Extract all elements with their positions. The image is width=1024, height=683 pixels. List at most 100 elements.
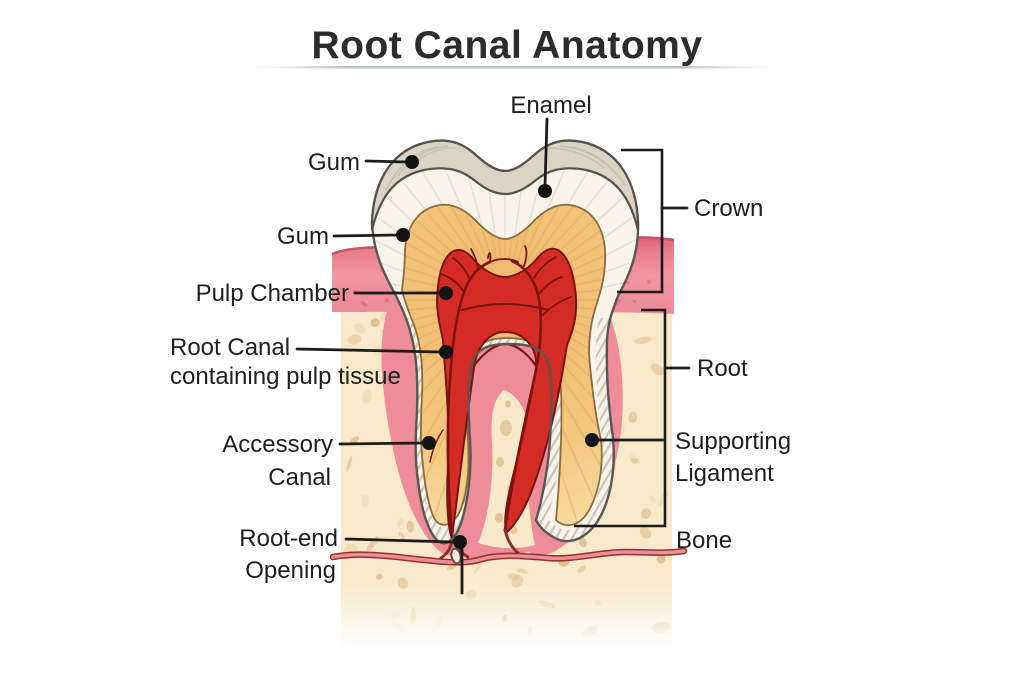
- striation-line: [542, 230, 606, 293]
- striation-line: [532, 324, 606, 522]
- bone-speckle: [578, 536, 587, 548]
- striation-line: [532, 204, 606, 276]
- bone-fade: [330, 582, 682, 652]
- striation-line: [402, 318, 473, 466]
- bone-speckle: [650, 363, 664, 376]
- dot-enamel: [538, 184, 552, 198]
- label-root-end-line2: Opening: [245, 557, 336, 584]
- bone-speckle: [634, 336, 653, 345]
- label-root-canal-line1: Root Canal: [170, 334, 290, 361]
- root-bracket: [574, 308, 667, 528]
- bone-speckle: [495, 513, 503, 523]
- striation-line: [542, 307, 606, 370]
- gum-dot: [633, 299, 637, 303]
- label-bone: Bone: [676, 527, 732, 554]
- striation-line: [402, 204, 478, 276]
- leader-accessory-canal: [338, 441, 426, 446]
- dot-accessory-canal: [422, 436, 436, 450]
- striation-line: [402, 303, 468, 336]
- striation-line: [539, 204, 606, 286]
- striation-line: [402, 324, 478, 522]
- striation-line: [537, 318, 606, 466]
- striation-line: [402, 204, 487, 268]
- striation-line: [402, 204, 491, 266]
- gum-dot: [646, 279, 652, 284]
- leader-enamel: [543, 117, 549, 188]
- dot-supporting-ligament: [585, 433, 599, 447]
- striation-line: [402, 204, 481, 273]
- striation-line: [526, 204, 606, 270]
- title-underline: [253, 66, 772, 69]
- label-root-canal-line2: containing pulp tissue: [170, 363, 401, 390]
- bone-speckle: [500, 420, 512, 436]
- striation-line: [402, 204, 471, 286]
- bone-speckle: [376, 573, 383, 580]
- striation-line: [542, 303, 606, 336]
- leader-root-end: [344, 537, 457, 544]
- gum-dot: [360, 300, 365, 306]
- bone-speckle: [446, 564, 457, 571]
- striation-line: [402, 204, 484, 270]
- bone-speckle: [505, 400, 511, 408]
- bone-speckle: [641, 508, 652, 519]
- pulp-vessels: [429, 245, 572, 540]
- dot-pulp-chamber: [439, 286, 453, 300]
- bone-speckle: [656, 554, 666, 564]
- gum-dot: [345, 299, 348, 303]
- label-accessory-canal-line2: Canal: [268, 464, 331, 491]
- dot-gum-lower: [396, 228, 410, 242]
- bone-speckle: [350, 436, 360, 444]
- leader-gum-lower: [332, 233, 400, 238]
- striation-line: [535, 204, 606, 279]
- bone-speckle: [630, 457, 640, 464]
- striation-line: [540, 311, 606, 403]
- bone-speckle: [406, 520, 414, 533]
- dot-root-end: [453, 535, 467, 549]
- tooth: [329, 139, 688, 566]
- striation-line: [519, 204, 606, 266]
- striation-line: [537, 204, 606, 282]
- gum-dot: [626, 281, 630, 285]
- root-end-opening-shape: [450, 547, 462, 565]
- bone-speckle: [361, 494, 369, 508]
- dot-gum-upper: [405, 155, 419, 169]
- crown-bracket: [617, 148, 664, 294]
- bone-speckle: [362, 389, 372, 404]
- striation-line: [402, 230, 468, 293]
- striation-line: [402, 204, 473, 282]
- bone-speckle: [516, 568, 529, 574]
- striation-line: [523, 204, 606, 268]
- leader-dots: [396, 155, 599, 549]
- bone-speckle: [628, 411, 638, 424]
- striation-line: [535, 321, 606, 495]
- bone-speckle: [496, 457, 504, 467]
- bone-speckle: [354, 323, 366, 334]
- label-root-end-line1: Root-end: [239, 525, 338, 552]
- striation-line: [529, 204, 606, 273]
- label-pulp-chamber: Pulp Chamber: [196, 280, 349, 307]
- bone-speckle: [398, 531, 405, 540]
- gum-dot: [384, 298, 390, 303]
- striation-line: [402, 204, 470, 289]
- label-enamel: Enamel: [510, 92, 591, 119]
- dot-root-canal: [439, 345, 453, 359]
- bone-speckle: [370, 318, 380, 328]
- striation-line: [542, 264, 606, 297]
- striation-line: [402, 307, 468, 370]
- label-crown: Crown: [694, 195, 763, 222]
- striation-line: [402, 264, 468, 297]
- striation-line: [540, 204, 606, 289]
- label-supporting-ligament-line2: Ligament: [675, 460, 774, 487]
- label-accessory-canal-line1: Accessory: [222, 431, 333, 458]
- bone-speckle: [649, 494, 656, 503]
- striation-line: [402, 311, 470, 403]
- label-supporting-ligament-line1: Supporting: [675, 428, 791, 455]
- page-title: Root Canal Anatomy: [311, 24, 702, 67]
- label-gum-lower: Gum: [277, 223, 329, 250]
- striation-line: [402, 204, 475, 279]
- bone-speckle: [346, 455, 353, 472]
- bone-speckle: [347, 334, 362, 345]
- bone-speckle: [473, 560, 483, 574]
- striation-line: [402, 314, 471, 435]
